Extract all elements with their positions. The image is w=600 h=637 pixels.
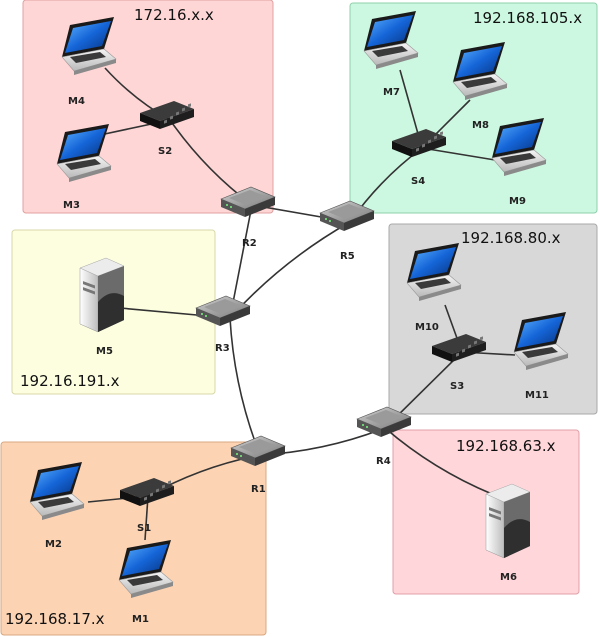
server-m5-icon (79, 257, 125, 333)
laptop-m4-label: M4 (68, 96, 85, 107)
link-r4-m6 (384, 427, 493, 495)
laptop-m11[interactable]: M11 (513, 311, 569, 401)
switch-s4-label: S4 (411, 176, 425, 187)
link-r5-r3 (229, 221, 351, 319)
laptop-m9[interactable]: M9 (491, 117, 547, 207)
laptop-m8-label: M8 (472, 120, 489, 131)
switch-s2-label: S2 (158, 146, 172, 157)
router-r1-label: R1 (251, 484, 266, 495)
laptop-m7-label: M7 (383, 87, 400, 98)
laptop-m2-label: M2 (45, 539, 62, 550)
laptop-m10-label: M10 (415, 322, 439, 333)
link-m9-s4 (421, 147, 496, 161)
router-r3-label: R3 (215, 343, 230, 354)
zone-80-label: 192.168.80.x (461, 229, 561, 247)
router-r3[interactable]: R3 (195, 295, 251, 354)
server-m6-icon (485, 483, 531, 559)
laptop-m7[interactable]: M7 (363, 10, 419, 98)
zone-105-label: 192.168.105.x (473, 9, 582, 27)
router-r4[interactable]: R4 (356, 406, 412, 467)
laptop-m8[interactable]: M8 (452, 41, 508, 131)
laptop-m9-label: M9 (509, 196, 526, 207)
server-m6-label: M6 (500, 572, 517, 583)
laptop-m4[interactable]: M4 (61, 16, 117, 107)
router-r5[interactable]: R5 (319, 200, 375, 262)
zone-17-label: 192.168.17.x (5, 610, 105, 628)
router-r2[interactable]: R2 (220, 186, 276, 249)
switch-s4[interactable]: S4 (392, 129, 446, 187)
laptop-m3[interactable]: M3 (56, 123, 112, 211)
router-r2-label: R2 (242, 238, 257, 249)
laptop-m1-label: M1 (132, 614, 149, 625)
switch-s3-label: S3 (450, 381, 464, 392)
laptop-m2[interactable]: M2 (29, 461, 85, 550)
router-r4-label: R4 (376, 456, 391, 467)
laptop-m10[interactable]: M10 (406, 242, 462, 333)
zone-191-label: 192.16.191.x (20, 372, 120, 390)
switch-s2[interactable]: S2 (140, 101, 194, 157)
server-m6[interactable]: M6 (485, 483, 531, 583)
laptop-m3-label: M3 (63, 200, 80, 211)
router-r1[interactable]: R1 (230, 435, 286, 495)
switch-s3[interactable]: S3 (432, 334, 486, 392)
laptop-m11-label: M11 (525, 390, 549, 401)
laptop-m1[interactable]: M1 (118, 539, 174, 625)
zone-63-label: 192.168.63.x (456, 437, 556, 455)
switch-s1-label: S1 (137, 523, 151, 534)
server-m5-label: M5 (96, 346, 113, 357)
router-r5-label: R5 (340, 251, 355, 262)
server-m5[interactable]: M5 (79, 257, 125, 357)
link-r3-r1 (229, 317, 261, 456)
zone-172-label: 172.16.x.x (134, 6, 214, 24)
switch-s1[interactable]: S1 (120, 478, 174, 534)
